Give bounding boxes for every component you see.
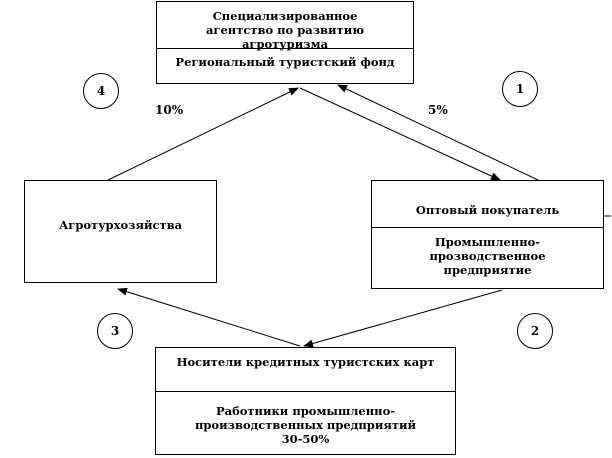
step-4-circle: 4 [83, 73, 119, 109]
arrow-buyer-to-card-holders [303, 289, 503, 348]
card-holders-divider [156, 391, 455, 392]
farms-share-label: 10% [155, 103, 184, 117]
farms-box: Агротурхозяйства [24, 180, 217, 283]
enterprise-label: Промышленно-прозводственное предприятие [429, 235, 546, 277]
arrow-farms-to-agency [107, 87, 299, 181]
card-holders-box: Носители кредитных туристских карт Работ… [155, 347, 456, 455]
farms-label: Агротурхозяйства [58, 218, 183, 232]
agency-divider [157, 48, 413, 49]
share-label: 30-50% [281, 432, 330, 446]
buyer-title: Оптовый покупатель [415, 203, 560, 217]
agency-title: Специализированное агентство по развитию… [205, 9, 365, 51]
buyer-divider [372, 227, 603, 228]
buyer-share-label: 5% [428, 103, 448, 117]
card-holders-title: Носители кредитных туристских карт [176, 355, 435, 369]
arrow-buyer-to-agency [337, 84, 539, 181]
arrow-card-holders-to-farms [117, 287, 301, 347]
step-3-circle: 3 [97, 313, 133, 349]
fund-label: Региональный туристский фонд [175, 55, 395, 69]
step-2-circle: 2 [517, 313, 553, 349]
buyer-box: Оптовый покупатель Промышленно-прозводст… [371, 180, 604, 289]
arrow-agency-to-buyer [299, 87, 501, 181]
workers-label: Работники промышленно-производственных п… [194, 404, 417, 432]
step-1-circle: 1 [502, 71, 538, 107]
agency-box: Специализированное агентство по развитию… [156, 1, 414, 84]
